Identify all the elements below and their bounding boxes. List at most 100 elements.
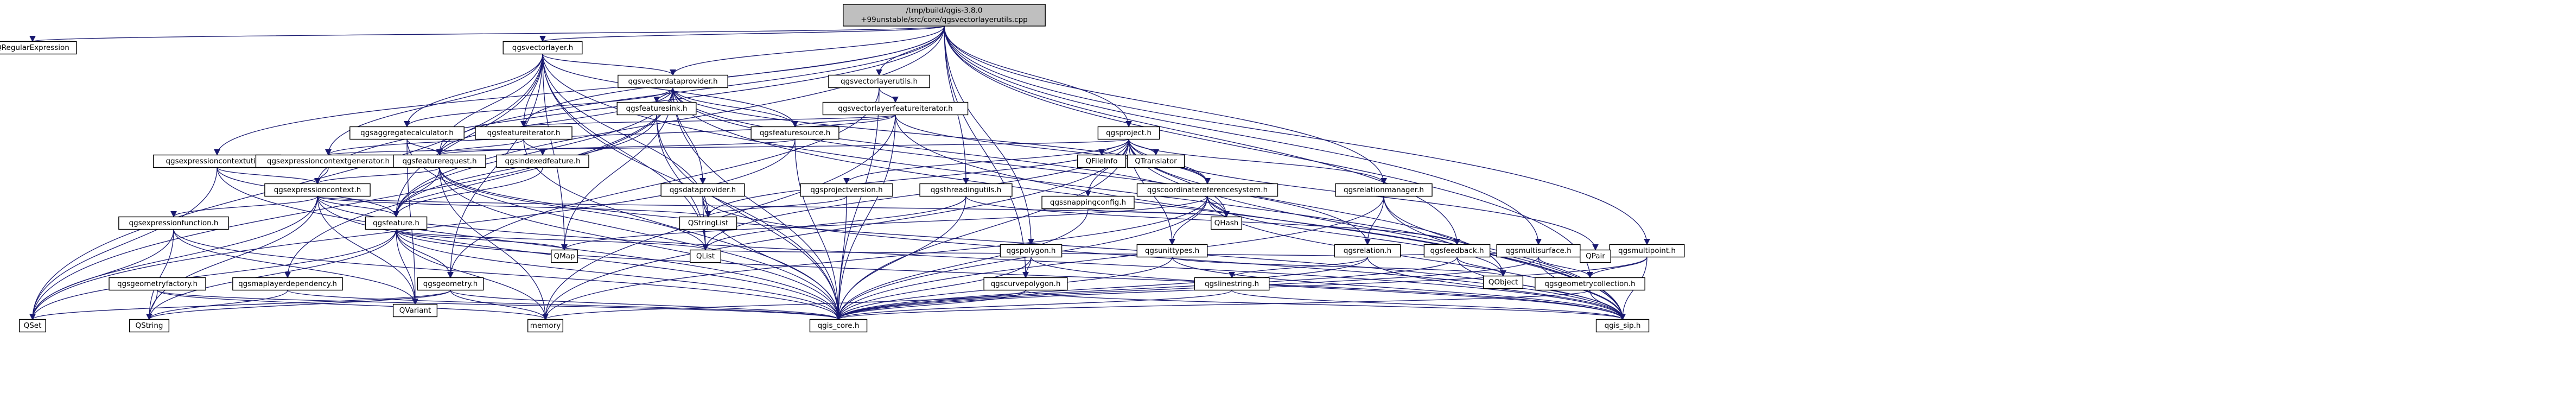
node-label: qgsmaplayerdependency.h: [238, 280, 337, 288]
node-qgsthreadingutils_h[interactable]: qgsthreadingutils.h: [919, 183, 1013, 197]
edge-qgsfeature_h-to-QString: [146, 229, 397, 320]
node-qgsvectorlayerutils_h[interactable]: qgsvectorlayerutils.h: [828, 74, 930, 88]
node-box: [828, 74, 930, 88]
node-label: QObject: [1489, 278, 1518, 287]
edge-qgsvectorlayerfeatureiterator_h-to-qgsfeaturesource_h: [792, 114, 896, 128]
edge-qgsfeaturerequest_h-to-qgsexpressioncontext_h: [314, 167, 440, 185]
node-qgsgeometry_h[interactable]: qgsgeometry.h: [417, 277, 484, 291]
edge-qgsrelationmanager_h-to-qgis_core_h: [835, 196, 1384, 320]
node-qgsgeometrycollection_h[interactable]: qgsgeometrycollection.h: [1535, 277, 1645, 291]
node-QObject: QObject: [1483, 275, 1524, 289]
node-box: [0, 41, 77, 55]
edge-qgsvectorlayerutils_cpp-to-qgspolygon_h: [944, 26, 1034, 245]
edge-qgsvectorlayerutils_cpp-to-qgsmultipoint_h: [944, 26, 1650, 245]
edge-qgsvectorlayer_h-to-qgis_sip_h: [542, 54, 1626, 320]
node-box: [365, 216, 428, 230]
node-label: qgsthreadingutils.h: [931, 186, 1002, 194]
node-label: qgscurvepolygon.h: [991, 280, 1061, 288]
edge-qgsexpressioncontext_h-to-QSet: [29, 196, 318, 320]
node-qgsfeature_h[interactable]: qgsfeature.h: [365, 216, 428, 230]
node-qgsfeaturesource_h[interactable]: qgsfeaturesource.h: [750, 126, 839, 140]
edge-qgsexpressioncontext_h-to-qgis_core_h: [317, 196, 842, 320]
node-qgsvectordataprovider_h[interactable]: qgsvectordataprovider.h: [618, 74, 728, 88]
node-qgsprojectversion_h[interactable]: qgsprojectversion.h: [800, 183, 893, 197]
node-qgsrelation_h[interactable]: qgsrelation.h: [1334, 244, 1401, 258]
node-qgsdataprovider_h[interactable]: qgsdataprovider.h: [660, 183, 745, 197]
node-box: [393, 154, 486, 168]
edge-qgsexpressioncontext_h-to-qgsexpressionfunction_h: [170, 195, 318, 218]
node-label: QString: [136, 321, 163, 330]
edge-qgsvectorlayerfeatureiterator_h-to-qgsfeatureiterator_h: [520, 114, 896, 128]
edge-qgsvectordataprovider_h-to-QSet: [29, 87, 673, 320]
edge-qgsgeometry_h-to-memory: [450, 290, 549, 320]
edge-qgscoordinatereferencesystem_h-to-memory: [542, 196, 1208, 320]
edge-qgscoordinatereferencesystem_h-to-QObject: [1207, 196, 1506, 277]
node-qgssnappingconfig_h[interactable]: qgssnappingconfig.h: [1041, 195, 1135, 210]
node-qgsfeaturerequest_h[interactable]: qgsfeaturerequest.h: [393, 154, 486, 168]
node-box: [1535, 277, 1645, 291]
edge-qgsfeaturesource_h-to-qgsfeaturerequest_h: [436, 138, 796, 156]
edge-qgsvectorlayer_h-to-qgsexpressioncontextgenerator_h: [325, 54, 543, 156]
node-box: [1335, 183, 1433, 197]
node-qgscurvepolygon_h[interactable]: qgscurvepolygon.h: [983, 277, 1068, 291]
node-qgsfeatureiterator_h[interactable]: qgsfeatureiterator.h: [475, 126, 573, 140]
edge-qgsvectordataprovider_h-to-qgsaggregatecalculator_h: [404, 87, 673, 128]
edge-qgsexpressioncontext_h-to-QString: [146, 196, 318, 320]
node-label: QList: [696, 252, 715, 261]
node-qgsrelationmanager_h[interactable]: qgsrelationmanager.h: [1335, 183, 1433, 197]
node-box: [800, 183, 893, 197]
node-qgsexpressioncontext_h[interactable]: qgsexpressioncontext.h: [264, 183, 371, 197]
node-qgsmultisurface_h[interactable]: qgsmultisurface.h: [1496, 244, 1581, 258]
node-qgsindexedfeature_h[interactable]: qgsindexedfeature.h: [496, 154, 589, 168]
node-label: qgspolygon.h: [1007, 246, 1056, 255]
node-qgspolygon_h[interactable]: qgspolygon.h: [1000, 244, 1063, 258]
node-label: QVariant: [399, 306, 431, 315]
node-qgsaggregatecalculator_h[interactable]: qgsaggregatecalculator.h: [349, 126, 465, 140]
node-qgslinestring_h[interactable]: qgslinestring.h: [1194, 277, 1270, 291]
edge-qgsvectorlayerfeatureiterator_h-to-qgscoordinatereferencesystem_h: [895, 115, 1211, 185]
node-label: qgis_sip.h: [1605, 321, 1641, 330]
edge-qgsvectorlayerutils_cpp-to-QRegularExpression: [30, 26, 945, 42]
edge-qgsmaplayerdependency_h-to-QString: [146, 290, 288, 320]
node-qgscoordinatereferencesystem_h[interactable]: qgscoordinatereferencesystem.h: [1136, 183, 1279, 197]
edge-qgsvectorlayerutils_cpp-to-qgsgeometrycollection_h: [944, 26, 1593, 278]
node-memory: memory: [527, 319, 564, 333]
node-QTranslator: QTranslator: [1127, 154, 1185, 168]
node-qgsmultipoint_h[interactable]: qgsmultipoint.h: [1609, 244, 1685, 258]
edge-qgsfeature_h-to-memory: [396, 229, 549, 320]
node-label: qgsfeature.h: [373, 219, 419, 227]
edge-qgsunittypes_h-to-qgis_sip_h: [1172, 257, 1626, 320]
node-label: qgsindexedfeature.h: [505, 157, 580, 166]
node-qgsunittypes_h[interactable]: qgsunittypes.h: [1136, 244, 1208, 258]
node-box: [1423, 244, 1491, 258]
node-box: [349, 126, 465, 140]
edge-qgsvectordataprovider_h-to-qgis_core_h: [672, 87, 842, 320]
node-label: qgsexpressioncontextgenerator.h: [267, 157, 390, 166]
node-qgsfeedback_h[interactable]: qgsfeedback.h: [1423, 244, 1491, 258]
node-label: qgslinestring.h: [1205, 280, 1259, 288]
edge-qgsfeaturerequest_h-to-memory: [439, 167, 549, 320]
node-qgsvectorlayerfeatureiterator_h[interactable]: qgsvectorlayerfeatureiterator.h: [822, 102, 969, 116]
node-box: [1077, 154, 1127, 168]
node-qgsexpressionfunction_h[interactable]: qgsexpressionfunction.h: [118, 216, 229, 230]
node-qgsproject_h[interactable]: qgsproject.h: [1097, 126, 1160, 140]
node-qgsfeaturesink_h[interactable]: qgsfeaturesink.h: [616, 102, 697, 116]
edge-qgsrelationmanager_h-to-QObject: [1383, 196, 1506, 277]
node-QPair: QPair: [1580, 249, 1611, 263]
edge-qgsfeature_h-to-QVariant: [396, 229, 418, 305]
edge-qgsproject_h-to-memory: [542, 139, 1129, 320]
node-qgsexpressioncontextgenerator_h[interactable]: qgsexpressioncontextgenerator.h: [255, 154, 402, 168]
edge-qgsexpressioncontext_h-to-QStringList: [317, 195, 711, 218]
node-qgsgeometryfactory_h[interactable]: qgsgeometryfactory.h: [109, 277, 206, 291]
node-qgsvectorlayerutils_cpp[interactable]: /tmp/build/qgis-3.8.0+99unstable/src/cor…: [843, 4, 1046, 27]
node-qgsvectorlayer_h[interactable]: qgsvectorlayer.h: [503, 41, 583, 55]
node-label: QFileInfo: [1086, 157, 1118, 166]
edge-qgsfeatureiterator_h-to-qgsindexedfeature_h: [523, 139, 546, 156]
node-qgsmaplayerdependency_h[interactable]: qgsmaplayerdependency.h: [232, 277, 343, 291]
edge-qgsexpressioncontext_h-to-qgis_sip_h: [317, 196, 1626, 320]
node-label: qgsfeaturesource.h: [760, 129, 831, 137]
edge-qgsvectorlayerutils_cpp-to-qgsmultisurface_h: [944, 26, 1542, 245]
edge-qgsfeedback_h-to-QObject: [1456, 257, 1506, 277]
node-box: [1595, 319, 1650, 333]
